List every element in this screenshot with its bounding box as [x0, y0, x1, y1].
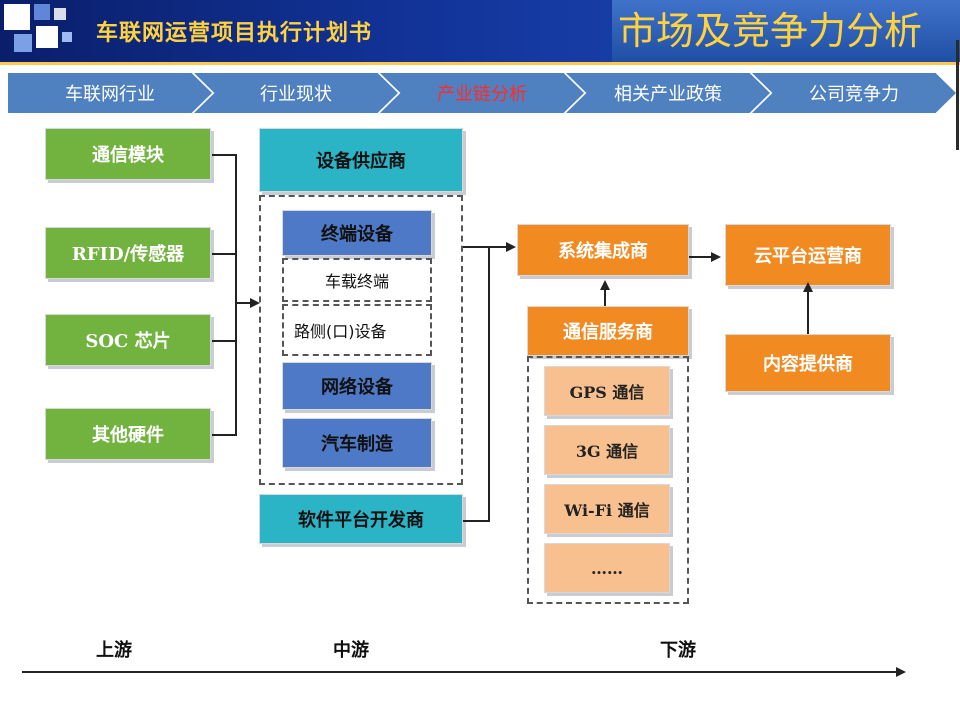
- vehicle-terminal: 车载终端: [284, 260, 430, 300]
- upstream-other-hardware: 其他硬件: [45, 408, 211, 460]
- document-title: 车联网运营项目执行计划书: [96, 20, 373, 46]
- arrow-up-icon: [803, 282, 813, 292]
- arrow-right-icon: [250, 298, 260, 308]
- roadside-equipment: 路侧(口)设备: [284, 306, 430, 354]
- equipment-group-frame: [259, 195, 463, 485]
- roadside-equipment-frame: [282, 304, 432, 356]
- software-platform-developer: 软件平台开发商: [259, 494, 463, 544]
- tab-chain-analysis[interactable]: 产业链分析: [380, 73, 584, 113]
- arrow-up-icon: [600, 280, 610, 290]
- connector: [604, 290, 606, 306]
- header-divider: [0, 62, 960, 65]
- side-rule: [956, 40, 959, 150]
- cloud-platform-operator: 云平台运营商: [725, 224, 891, 286]
- connector: [488, 246, 490, 522]
- network-equipment: 网络设备: [282, 362, 432, 410]
- comm-wifi: Wi-Fi 通信: [544, 484, 670, 534]
- section-nav: 车联网行业 行业现状 产业链分析 相关产业政策 公司竞争力: [8, 73, 960, 113]
- stage-upstream: 上游: [96, 640, 132, 661]
- connector: [235, 154, 237, 436]
- connector: [807, 292, 809, 334]
- comm-more: ……: [544, 543, 670, 593]
- upstream-rfid-sensor: RFID/传感器: [45, 227, 211, 279]
- tab-policy[interactable]: 相关产业政策: [566, 73, 770, 113]
- upstream-soc-chip: SOC 芯片: [45, 314, 211, 366]
- vehicle-terminal-frame: [282, 258, 432, 302]
- system-integrator: 系统集成商: [517, 224, 689, 276]
- section-title-background: [612, 0, 960, 62]
- stage-downstream: 下游: [660, 640, 696, 661]
- comm-3g: 3G 通信: [544, 425, 670, 475]
- tab-status[interactable]: 行业现状: [194, 73, 398, 113]
- connector: [689, 256, 711, 258]
- comm-services-frame: [527, 356, 689, 604]
- connector: [463, 246, 489, 248]
- automaker: 汽车制造: [282, 418, 432, 468]
- comm-service-provider: 通信服务商: [527, 306, 689, 356]
- tab-industry[interactable]: 车联网行业: [8, 73, 212, 113]
- arrow-right-icon: [896, 667, 906, 677]
- connector: [235, 302, 251, 304]
- stage-midstream: 中游: [333, 640, 369, 661]
- connector: [463, 520, 489, 522]
- content-provider: 内容提供商: [725, 334, 891, 392]
- connector: [212, 154, 236, 156]
- equipment-supplier: 设备供应商: [259, 128, 463, 192]
- terminal-equipment: 终端设备: [282, 210, 432, 256]
- connector: [212, 253, 236, 255]
- upstream-comm-module: 通信模块: [45, 128, 211, 180]
- logo-icon: [4, 4, 76, 58]
- connector: [212, 340, 236, 342]
- timeline-axis: [22, 671, 898, 673]
- arrow-right-icon: [506, 242, 516, 252]
- section-title: 市场及竞争力分析: [618, 9, 923, 53]
- connector: [488, 246, 506, 248]
- tab-competitiveness[interactable]: 公司竞争力: [752, 73, 956, 113]
- connector: [212, 434, 236, 436]
- arrow-right-icon: [711, 252, 721, 262]
- comm-gps: GPS 通信: [544, 366, 670, 416]
